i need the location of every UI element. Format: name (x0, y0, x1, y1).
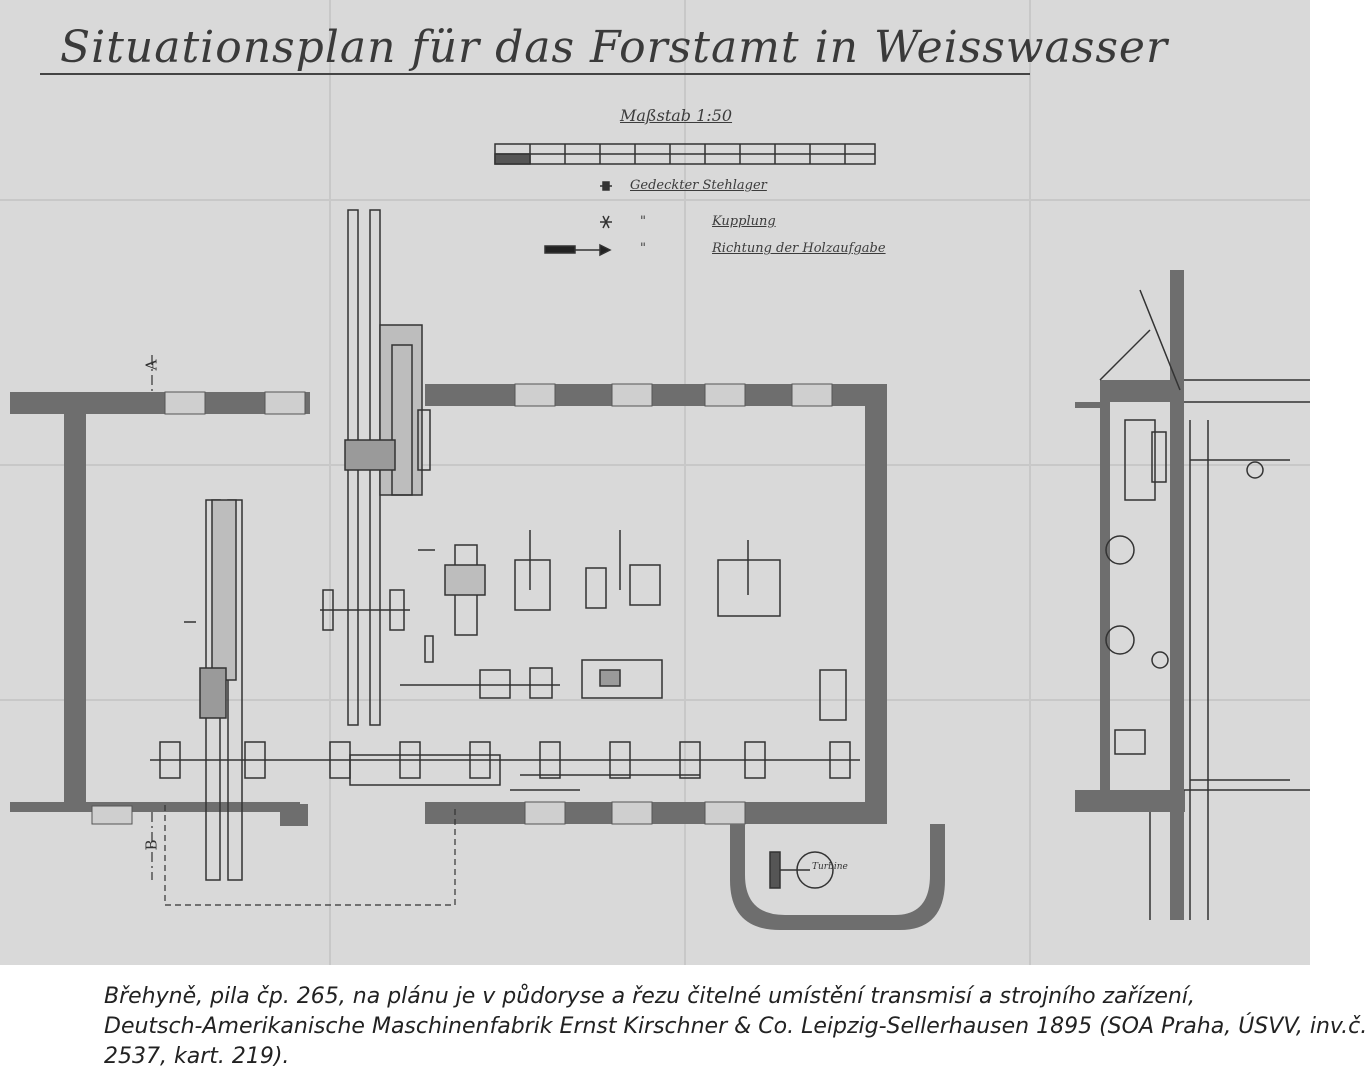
turbine-label: Turbine (812, 862, 848, 872)
legend-item-coupling: Kupplung (712, 214, 776, 229)
caption-line-1: Břehyně, pila čp. 265, na plánu je v půd… (104, 984, 1195, 1009)
plan-title: Situationsplan für das Forstamt in Weiss… (60, 22, 1168, 73)
legend-ditto-2: " (640, 241, 646, 256)
turbine-pit-wall (730, 824, 945, 930)
turbine-symbol (769, 851, 834, 889)
legend-item-bearing: Gedeckter Stehlager (630, 178, 767, 193)
wall-openings (91, 383, 833, 825)
blueprint-plate: Situationsplan für das Forstamt in Weiss… (0, 0, 1310, 965)
scale-label: Maßstab 1:50 (620, 106, 733, 125)
transmission-shaft (150, 741, 860, 791)
section-marker-bottom: B (142, 839, 161, 851)
floor-plan-drawing (0, 0, 1310, 965)
section-marker-top: A (142, 359, 161, 371)
caption-line-2: Deutsch-Amerikanische Maschinenfabrik Er… (104, 1014, 1367, 1039)
figure-caption: Břehyně, pila čp. 265, na plánu je v půd… (104, 982, 1367, 1072)
machines (320, 530, 847, 721)
feed-track (344, 209, 431, 726)
caption-line-3: 2537, kart. 219). (104, 1044, 290, 1069)
section-view (1075, 270, 1310, 920)
scale-bar (494, 143, 876, 165)
legend-symbols (544, 181, 612, 257)
legend-item-feed-direction: Richtung der Holzaufgabe (712, 241, 886, 256)
log-carriage-track (184, 499, 243, 881)
dashed-pit (164, 805, 456, 906)
legend-ditto-1: " (640, 214, 646, 229)
